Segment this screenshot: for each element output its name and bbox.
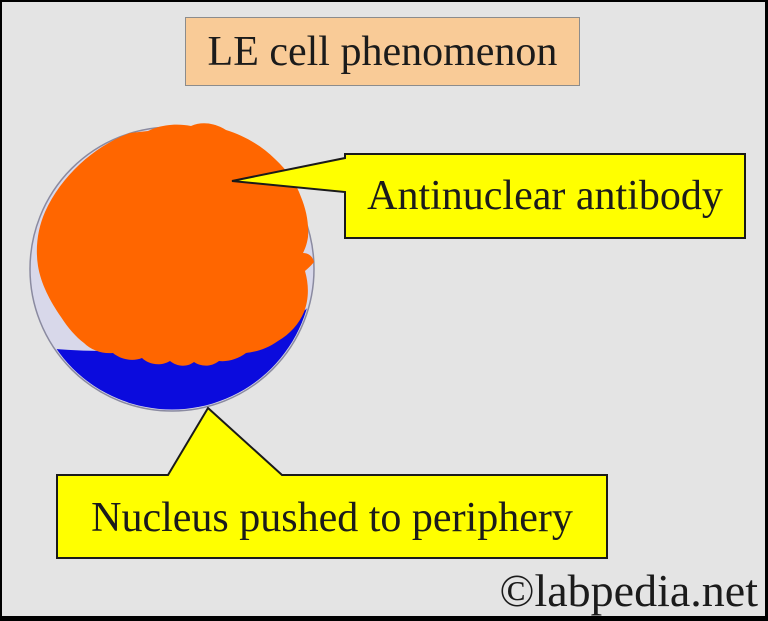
- nucleus-callout-shape: [56, 406, 608, 559]
- watermark-text: ©labpedia.net: [499, 565, 758, 616]
- nucleus-label-text: Nucleus pushed to periphery: [91, 494, 573, 541]
- nucleus-callout-label: Nucleus pushed to periphery: [57, 477, 607, 558]
- antibody-callout-label: Antinuclear antibody: [345, 154, 745, 238]
- cytoplasm-shape: [36, 123, 315, 366]
- antibody-callout-shape: [231, 153, 746, 239]
- title-box: LE cell phenomenon: [185, 17, 580, 86]
- antibody-label-text: Antinuclear antibody: [367, 173, 723, 219]
- watermark: ©labpedia.net: [500, 568, 758, 614]
- page-title: LE cell phenomenon: [207, 28, 558, 75]
